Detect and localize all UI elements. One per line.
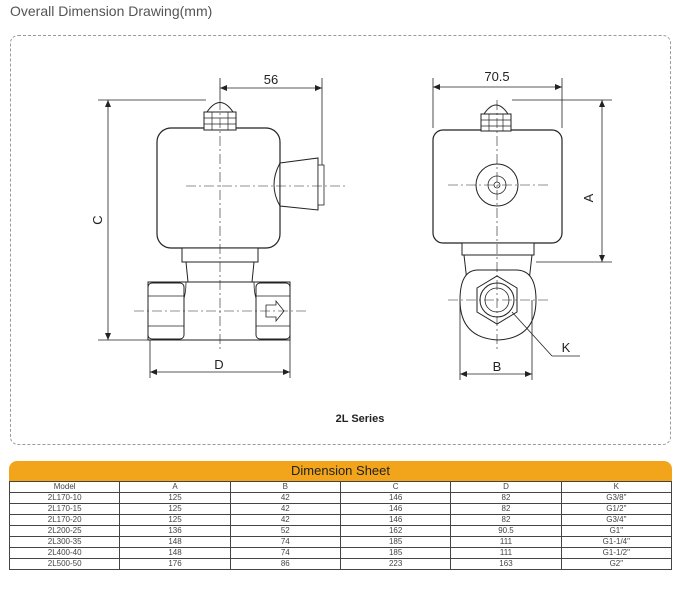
- cell-c: 146: [339, 492, 452, 504]
- drawing-frame: [10, 35, 671, 445]
- column-header-b: B: [229, 481, 341, 493]
- cell-k: G1/2": [560, 503, 673, 515]
- cell-c: 146: [339, 503, 452, 515]
- cell-a: 136: [119, 525, 231, 537]
- cell-model: 2L300-35: [8, 536, 121, 548]
- cell-a: 125: [119, 503, 231, 515]
- cell-a: 148: [119, 547, 231, 559]
- table-row: 2L170-20 125 42 146 82 G3/4": [8, 514, 673, 526]
- cell-k: G2": [560, 558, 673, 570]
- cell-k: G1-1/4": [560, 536, 673, 548]
- side-dim-height-label: A: [581, 193, 596, 202]
- table-header-row: Model A B C D K: [8, 481, 673, 493]
- side-callout-label: K: [562, 340, 571, 355]
- cell-b: 42: [229, 514, 341, 526]
- cell-b: 86: [229, 558, 341, 570]
- cell-b: 52: [229, 525, 341, 537]
- column-header-model: Model: [8, 481, 121, 493]
- cell-b: 74: [229, 536, 341, 548]
- cell-c: 162: [339, 525, 452, 537]
- series-caption: 2L Series: [336, 413, 385, 425]
- cell-d: 82: [450, 492, 562, 504]
- dimension-drawing: 56 C D: [90, 69, 612, 425]
- table-row: 2L200-25 136 52 162 90.5 G1": [8, 525, 673, 537]
- cell-k: G3/8": [560, 492, 673, 504]
- front-dim-height-label: C: [90, 215, 105, 224]
- cell-model: 2L400-40: [8, 547, 121, 559]
- table-row: 2L170-10 125 42 146 82 G3/8": [8, 492, 673, 504]
- cell-a: 148: [119, 536, 231, 548]
- cell-k: G3/4": [560, 514, 673, 526]
- cell-d: 90.5: [450, 525, 562, 537]
- table-row: 2L400-40 148 74 185 111 G1-1/2": [8, 547, 673, 559]
- cell-b: 74: [229, 547, 341, 559]
- cell-b: 42: [229, 503, 341, 515]
- cell-model: 2L200-25: [8, 525, 121, 537]
- cell-model: 2L170-20: [8, 514, 121, 526]
- cell-model: 2L170-10: [8, 492, 121, 504]
- column-header-k: K: [560, 481, 673, 493]
- cell-d: 82: [450, 503, 562, 515]
- cell-c: 185: [339, 547, 452, 559]
- cell-model: 2L170-15: [8, 503, 121, 515]
- cell-k: G1-1/2": [560, 547, 673, 559]
- column-header-c: C: [339, 481, 452, 493]
- dimension-sheet-title: Dimension Sheet: [9, 461, 672, 481]
- front-view: [98, 78, 346, 378]
- front-dim-bottom-label: D: [214, 357, 223, 372]
- cell-c: 185: [339, 536, 452, 548]
- front-dim-top-label: 56: [264, 72, 278, 87]
- side-view: [432, 78, 612, 380]
- cell-a: 176: [119, 558, 231, 570]
- cell-b: 42: [229, 492, 341, 504]
- cell-c: 146: [339, 514, 452, 526]
- column-header-d: D: [450, 481, 562, 493]
- side-dim-top-label: 70.5: [484, 69, 509, 84]
- side-dim-bottom-label: B: [493, 359, 502, 374]
- table-row: 2L500-50 176 86 223 163 G2": [8, 558, 673, 570]
- dimension-table: Model A B C D K 2L170-10 125 42 146 82 G…: [8, 481, 673, 570]
- table-row: 2L170-15 125 42 146 82 G1/2": [8, 503, 673, 515]
- table-row: 2L300-35 148 74 185 111 G1-1/4": [8, 536, 673, 548]
- cell-d: 82: [450, 514, 562, 526]
- cell-c: 223: [339, 558, 452, 570]
- cell-k: G1": [560, 525, 673, 537]
- dimension-sheet: Dimension Sheet Model A B C D K 2L170-10…: [8, 461, 673, 570]
- cell-a: 125: [119, 492, 231, 504]
- page-title: Overall Dimension Drawing(mm): [10, 3, 213, 19]
- cell-d: 111: [450, 536, 562, 548]
- cell-model: 2L500-50: [8, 558, 121, 570]
- cell-a: 125: [119, 514, 231, 526]
- cell-d: 163: [450, 558, 562, 570]
- cell-d: 111: [450, 547, 562, 559]
- column-header-a: A: [119, 481, 231, 493]
